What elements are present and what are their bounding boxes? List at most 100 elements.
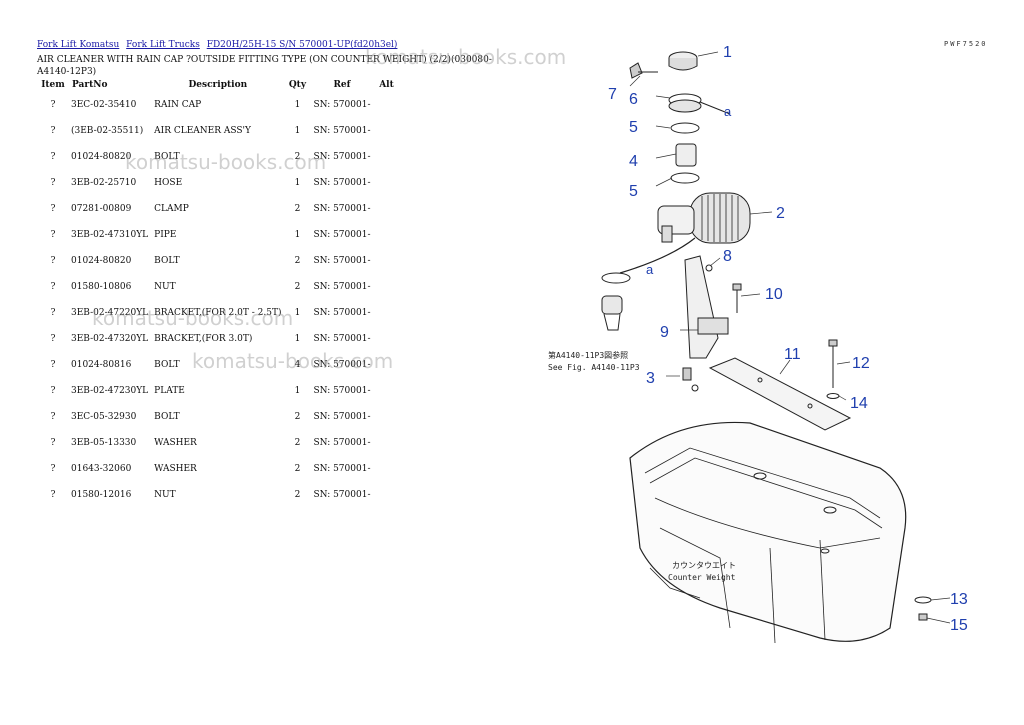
callout-7: 7 (608, 86, 617, 103)
cell-qty: 2 (294, 438, 301, 448)
col-ref: Ref (333, 80, 351, 90)
callout-14: 14 (850, 395, 868, 412)
callout-6: 6 (629, 91, 638, 108)
cell-item: ? (50, 438, 56, 448)
diagram-callouts: 1 2 3 4 5 5 6 7 8 9 10 11 12 13 14 15 a … (608, 44, 968, 634)
cell-description: BRACKET,(FOR 3.0T) (154, 334, 253, 344)
cell-description: BOLT (154, 152, 180, 162)
cell-item: ? (50, 386, 56, 396)
cell-item: ? (50, 256, 56, 266)
cell-item: ? (50, 282, 56, 292)
cell-item: ? (50, 100, 56, 110)
cell-partno: 01024-80820 (71, 152, 132, 162)
cell-ref: SN: 570001- (313, 360, 371, 370)
cell-item: ? (50, 490, 56, 500)
cell-qty: 2 (294, 464, 301, 474)
cell-partno: 3EB-02-47320YL (71, 334, 149, 344)
cell-partno: 07281-00809 (71, 204, 132, 214)
cell-ref: SN: 570001- (313, 282, 371, 292)
cell-ref: SN: 570001- (313, 204, 371, 214)
callout-10: 10 (765, 286, 783, 303)
cell-alt (373, 222, 399, 248)
cell-description: NUT (154, 490, 176, 500)
callout-8: 8 (723, 248, 732, 265)
cell-alt (373, 300, 399, 326)
cell-description: AIR CLEANER ASS'Y (154, 126, 251, 136)
cell-partno: 01580-12016 (71, 490, 132, 500)
cell-description: BOLT (154, 360, 180, 370)
cell-qty: 4 (294, 360, 301, 370)
callout-4: 4 (629, 153, 638, 170)
ref-a-top: a (724, 104, 732, 119)
cell-alt (373, 274, 399, 300)
table-row: ? (3EB-02-35511) AIR CLEANER ASS'Y 1 SN: 570… (37, 118, 399, 144)
cell-item: ? (50, 126, 56, 136)
cell-ref: SN: 570001- (313, 490, 371, 500)
cell-qty: 2 (294, 282, 301, 292)
breadcrumb-link-model[interactable]: FD20H/25H-15 S/N 570001-UP(fd20h3el) (206, 40, 398, 50)
cell-ref: SN: 570001- (313, 308, 371, 318)
cell-qty: 2 (294, 204, 301, 214)
page-title-line-1: AIR CLEANER WITH RAIN CAP ?OUTSIDE FITTI… (37, 55, 492, 65)
cell-alt (373, 196, 399, 222)
callout-1: 1 (723, 44, 732, 61)
cell-description: CLAMP (154, 204, 189, 214)
breadcrumb-link-fork-lift-trucks[interactable]: Fork Lift Trucks (126, 40, 200, 50)
cell-partno: 3EB-02-47220YL (71, 308, 149, 318)
callout-13: 13 (950, 591, 968, 608)
cell-partno: 01024-80816 (71, 360, 132, 370)
cell-ref: SN: 570001- (313, 126, 371, 136)
cell-alt (373, 404, 399, 430)
cell-item: ? (50, 230, 56, 240)
cell-item: ? (50, 178, 56, 188)
cell-alt (373, 326, 399, 352)
cell-qty: 1 (294, 334, 301, 344)
cell-ref: SN: 570001- (313, 438, 371, 448)
callout-12: 12 (852, 355, 870, 372)
counterweight-en: Counter Weight (668, 573, 736, 582)
cell-item: ? (50, 204, 56, 214)
counterweight-jp: カウンタウエイト (672, 561, 736, 570)
cell-ref: SN: 570001- (313, 412, 371, 422)
callout-9: 9 (660, 324, 669, 341)
callout-2: 2 (776, 205, 785, 222)
cell-alt (373, 482, 399, 508)
cell-item: ? (50, 464, 56, 474)
cell-qty: 1 (294, 126, 301, 136)
cell-alt (373, 378, 399, 404)
cell-qty: 2 (294, 152, 301, 162)
page-title: AIR CLEANER WITH RAIN CAP ?OUTSIDE FITTI… (37, 54, 492, 78)
cell-description: BRACKET,(FOR 2.0T - 2.5T) (154, 308, 282, 318)
cell-item: ? (50, 152, 56, 162)
cell-item: ? (50, 334, 56, 344)
cell-partno: 3EB-02-47230YL (71, 386, 149, 396)
breadcrumb-link-fork-lift-komatsu[interactable]: Fork Lift Komatsu (37, 40, 120, 50)
cell-alt (373, 92, 399, 118)
callout-5a: 5 (629, 119, 638, 136)
cell-alt (373, 456, 399, 482)
cell-description: RAIN CAP (154, 100, 202, 110)
ref-a-side: a (646, 262, 654, 277)
callout-3: 3 (646, 370, 655, 387)
cell-qty: 1 (294, 100, 301, 110)
cell-description: NUT (154, 282, 176, 292)
page-title-line-2: A4140-12P3) (37, 67, 97, 77)
callout-5b: 5 (629, 183, 638, 200)
cell-ref: SN: 570001- (313, 230, 371, 240)
col-partno: PartNo (72, 80, 108, 90)
cell-description: BOLT (154, 412, 180, 422)
cell-alt (373, 352, 399, 378)
cell-partno: (3EB-02-35511) (71, 126, 144, 136)
cell-qty: 1 (294, 386, 301, 396)
col-qty: Qty (288, 80, 307, 90)
cell-partno: 3EB-02-47310YL (71, 230, 149, 240)
cell-partno: 3EB-05-13330 (71, 438, 137, 448)
table-row: ? 07281-00809 CLAMP 2 SN: 570001- (37, 196, 399, 222)
